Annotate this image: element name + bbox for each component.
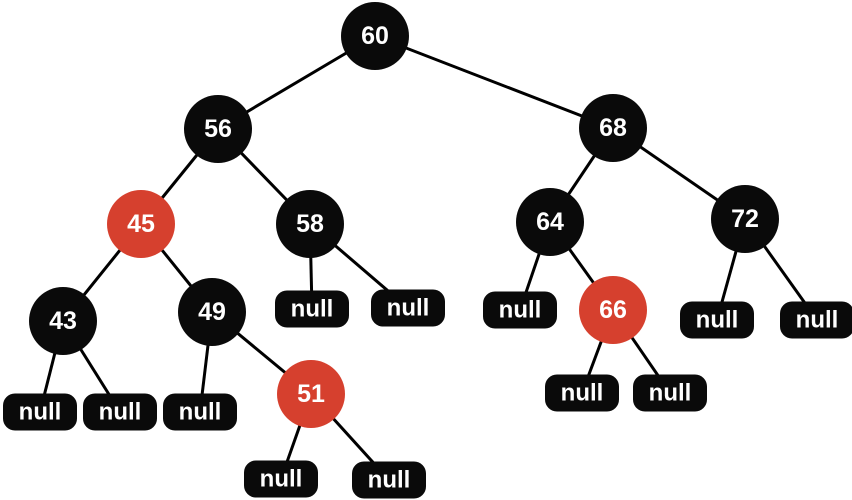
null-leaf-box [3, 393, 77, 431]
node-circle-red [579, 276, 647, 344]
null-leaf-null-51R: null [352, 461, 426, 499]
null-leaf-label: null [260, 466, 303, 493]
node-circle-red [107, 190, 175, 258]
node-value: 45 [127, 210, 155, 238]
node-circle-red [277, 360, 345, 428]
tree-node-49: 49 [178, 278, 246, 346]
node-circle-black [29, 287, 97, 355]
null-leaf-box [275, 290, 349, 328]
null-leaf-label: null [387, 295, 430, 322]
null-leaf-null-43R: null [83, 393, 157, 431]
node-circle-black [184, 95, 252, 163]
edge-60-68 [374, 34, 614, 130]
null-leaf-box [163, 393, 237, 431]
node-value: 51 [297, 380, 325, 408]
node-circle-black [711, 185, 779, 253]
node-value: 49 [198, 298, 226, 326]
null-leaf-label: null [291, 296, 334, 323]
null-leaf-box [371, 289, 445, 327]
null-leaf-null-66L: null [545, 374, 619, 412]
null-leaf-label: null [561, 380, 604, 407]
tree-node-72: 72 [711, 185, 779, 253]
null-leaf-null-43L: null [3, 393, 77, 431]
tree-node-60: 60 [341, 2, 409, 70]
node-value: 58 [296, 210, 324, 238]
node-circle-black [178, 278, 246, 346]
node-value: 72 [731, 205, 759, 233]
null-leaf-box [83, 393, 157, 431]
tree-node-68: 68 [579, 94, 647, 162]
null-leaf-null-49L: null [163, 393, 237, 431]
null-leaf-box [680, 301, 754, 339]
node-value: 66 [599, 296, 627, 324]
null-leaf-box [633, 374, 707, 412]
tree-node-45: 45 [107, 190, 175, 258]
node-value: 43 [49, 307, 77, 335]
tree-node-43: 43 [29, 287, 97, 355]
node-circle-black [276, 190, 344, 258]
null-leaf-label: null [696, 307, 739, 334]
tree-node-66: 66 [579, 276, 647, 344]
tree-node-56: 56 [184, 95, 252, 163]
null-leaf-label: null [19, 399, 62, 426]
node-circle-black [341, 2, 409, 70]
tree-node-64: 64 [516, 188, 584, 256]
null-leaf-null-58L: null [275, 290, 349, 328]
null-leaf-box [244, 460, 318, 498]
node-value: 60 [361, 22, 389, 50]
node-value: 68 [599, 114, 627, 142]
null-leaf-box [780, 301, 852, 339]
null-leaf-box [483, 291, 557, 329]
null-leaf-null-64L: null [483, 291, 557, 329]
null-leaf-box [545, 374, 619, 412]
null-leaf-box [352, 461, 426, 499]
null-leaf-label: null [796, 307, 839, 334]
null-leaf-label: null [99, 399, 142, 426]
null-leaf-null-72R: null [780, 301, 852, 339]
null-leaf-null-51L: null [244, 460, 318, 498]
null-leaf-label: null [499, 297, 542, 324]
node-circle-black [516, 188, 584, 256]
null-leaf-label: null [179, 399, 222, 426]
null-leaf-null-58R: null [371, 289, 445, 327]
tree-node-58: 58 [276, 190, 344, 258]
null-leaf-null-66R: null [633, 374, 707, 412]
tree-node-51: 51 [277, 360, 345, 428]
null-leaf-null-72L: null [680, 301, 754, 339]
node-circle-black [579, 94, 647, 162]
null-leaf-label: null [368, 467, 411, 494]
node-value: 56 [204, 115, 232, 143]
node-value: 64 [536, 208, 564, 236]
null-leaf-label: null [649, 380, 692, 407]
